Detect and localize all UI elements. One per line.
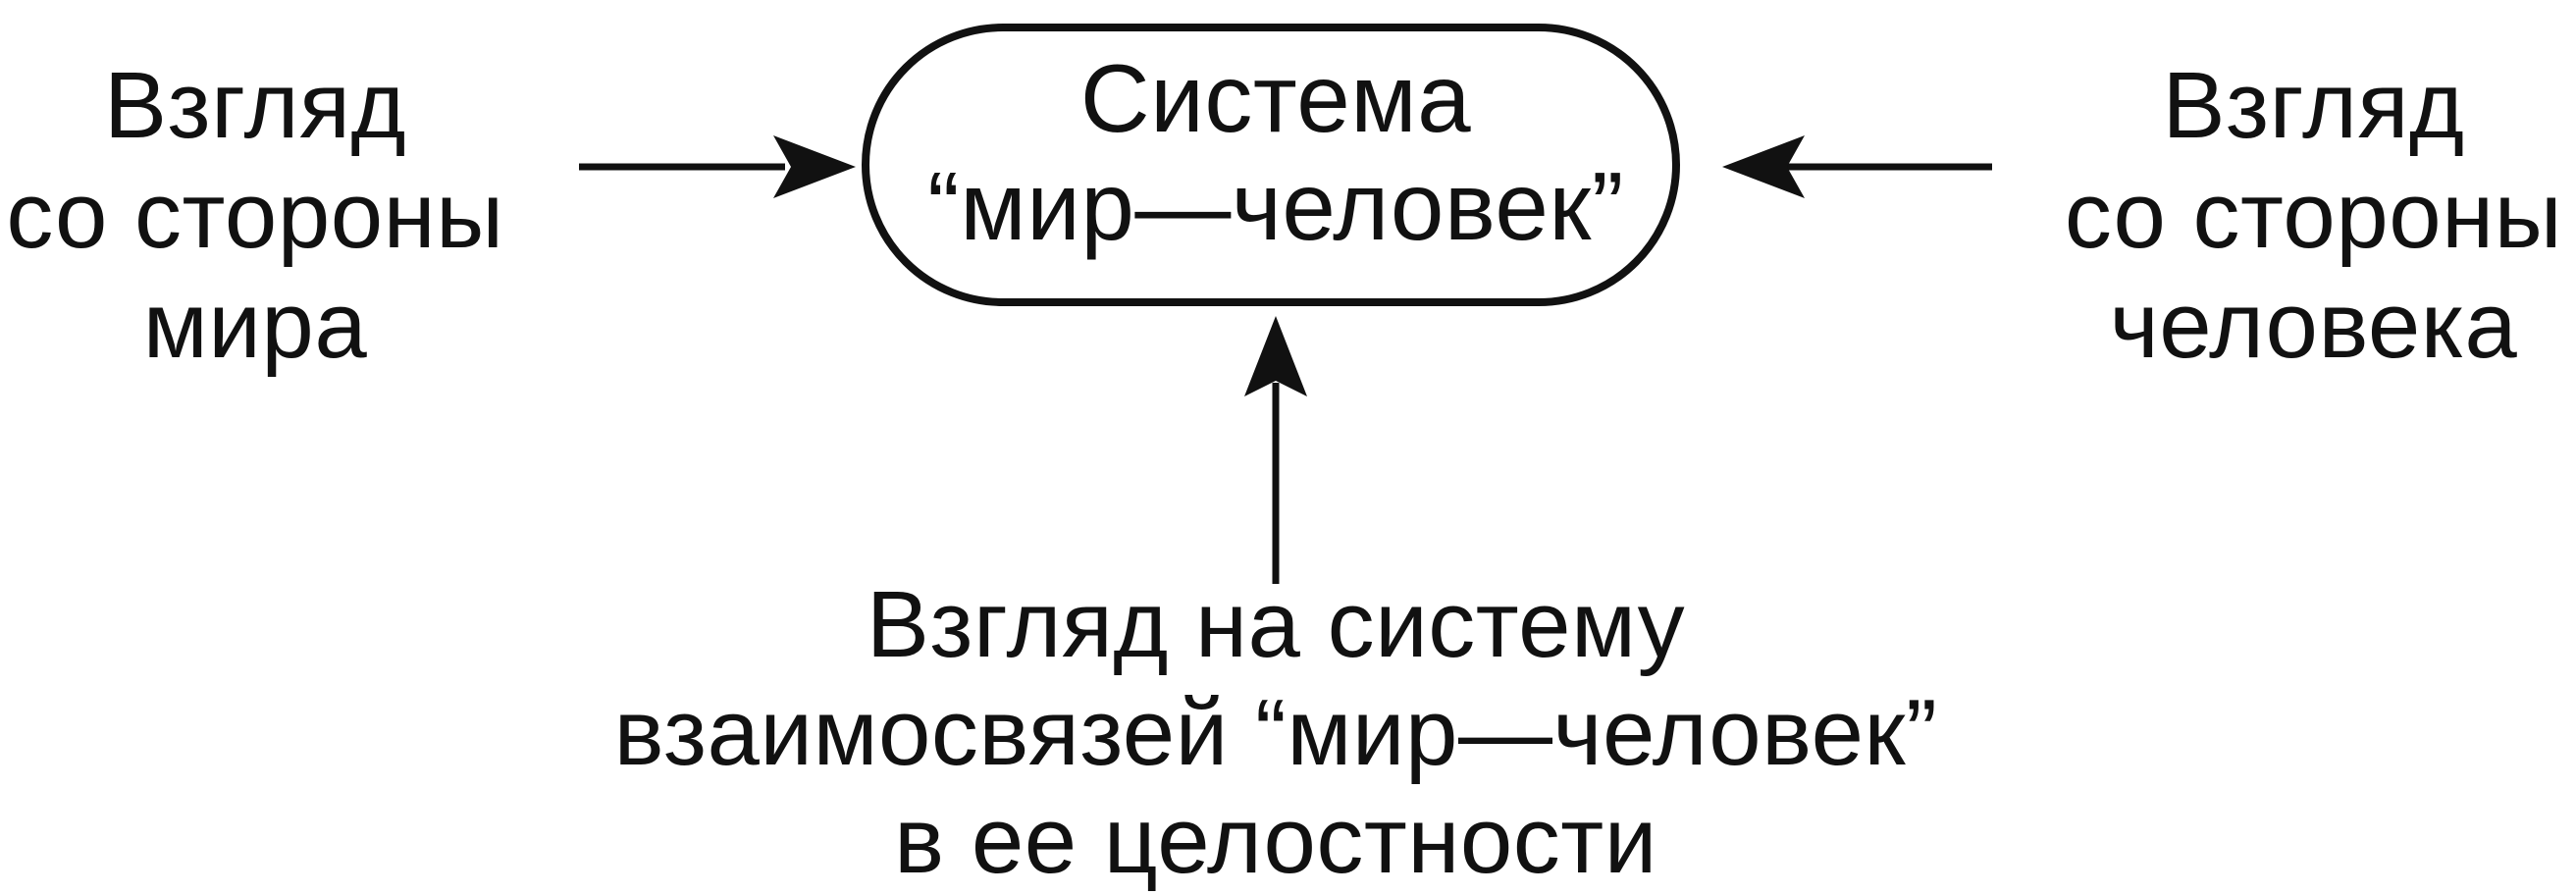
center-node-line-2: “мир—человек”: [927, 152, 1624, 260]
center-node-outline: [862, 24, 1680, 306]
left-view-line-3: мира: [142, 273, 368, 378]
left-view-label: Взгляд со стороны мира: [0, 51, 510, 381]
bottom-view-line-1: Взгляд на систему: [866, 572, 1686, 677]
bottom-view-line-2: взаимосвязей “мир—человек”: [613, 680, 1938, 785]
center-node-line-1: Система: [1079, 44, 1472, 152]
right-view-line-3: человека: [2109, 273, 2518, 378]
right-view-label: Взгляд со стороны человека: [2051, 51, 2576, 381]
right-view-line-2: со стороны: [2064, 163, 2563, 268]
bottom-arrow-head: [1244, 316, 1307, 396]
left-view-line-1: Взгляд: [104, 53, 406, 158]
center-node-label: Система “мир—человек”: [844, 44, 1708, 260]
right-arrow-head: [1722, 135, 1805, 198]
left-view-line-2: со стороны: [6, 163, 504, 268]
bottom-view-line-3: в ее целостности: [894, 788, 1657, 893]
left-arrow-head: [773, 135, 856, 198]
bottom-view-label: Взгляд на систему взаимосвязей “мир—чело…: [545, 571, 2007, 895]
right-view-line-1: Взгляд: [2162, 53, 2465, 158]
